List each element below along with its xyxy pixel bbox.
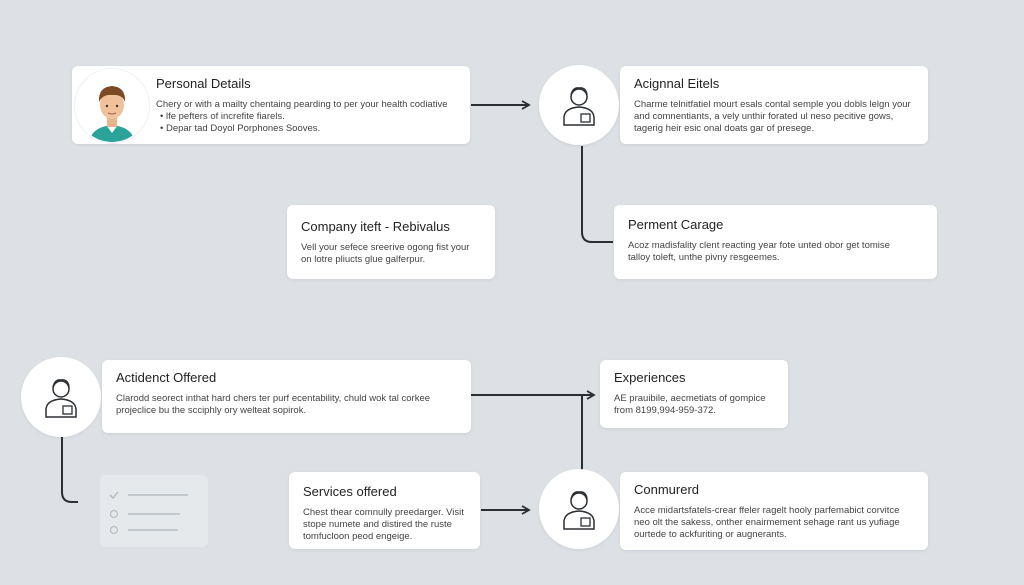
checklist-placeholder	[100, 475, 208, 547]
avatar-person-icon	[89, 86, 135, 142]
card-text: Vell your sefece sreerive ogong fist you…	[301, 242, 470, 253]
card-text: projeclice bu the scciphly ory welteat s…	[116, 405, 307, 416]
accident-offered-card: Actidenct Offered Clarodd seorect inthat…	[102, 360, 471, 433]
card-title: Services offered	[303, 484, 397, 499]
services-offered-card: Services offered Chest thear comnully pr…	[289, 472, 480, 549]
conmurerd-card: Conmurerd Acce midartsfatels-crear ffele…	[620, 472, 928, 550]
perment-carage-card: Perment Carage Acoz madisfality clent re…	[614, 205, 937, 279]
company-card: Company iteft - Rebivalus Vell your sefe…	[287, 205, 495, 279]
card-text: and comnentiants, a vely unthir forated …	[634, 111, 894, 122]
card-text: ourtede to ackfuriting or augnerants.	[634, 529, 787, 540]
card-text: Acoz madisfality clent reacting year fot…	[628, 240, 890, 251]
acignnal-eitels-card: Acignnal Eitels Charme telnitfatiel mour…	[620, 66, 928, 144]
card-bullet: lfe pefters of increfite fiarels.	[156, 111, 456, 123]
card-text: talloy toleft, unthe pivny resgeemes.	[628, 252, 780, 263]
person-outline-icon	[563, 491, 595, 530]
card-text: tomfucloon peod engeige.	[303, 531, 413, 542]
card-text: Charme telnitfatiel mourt esals contal s…	[634, 99, 911, 110]
card-text: from 8199,994-959-372.	[614, 405, 716, 416]
card-text: AE prauibile, aecmetiats of gompice	[614, 393, 766, 404]
person-outline-icon	[563, 87, 595, 126]
card-title: Personal Details	[156, 76, 251, 91]
checklist-icon	[109, 491, 188, 535]
card-text: Chest thear comnully preedarger. Visit	[303, 507, 464, 518]
card-text: Chery or with a mailty chentaing peardin…	[156, 99, 448, 110]
card-title: Company iteft - Rebivalus	[301, 219, 450, 234]
card-text: Clarodd seorect inthat hard chers ter pu…	[116, 393, 431, 404]
card-text: neo olt the sakess, onther enairmement s…	[634, 517, 900, 528]
card-title: Actidenct Offered	[116, 370, 217, 385]
card-title: Perment Carage	[628, 217, 724, 232]
connector-acignnal-to-perment	[581, 146, 613, 243]
card-title: Conmurerd	[634, 482, 700, 497]
connector-accident-down	[61, 437, 78, 503]
experiences-card: Experiences AE prauibile, aecmetiats of …	[600, 360, 788, 428]
card-text: Acce midartsfatels-crear ffeler ragelt h…	[634, 505, 900, 516]
avatar	[74, 68, 150, 144]
card-bullet: Depar tad Doyol Porphones Sooves.	[156, 123, 456, 135]
card-text: on lotre pliucts glue galferpur.	[301, 254, 426, 265]
person-circle	[539, 469, 619, 549]
card-text: stope numete and distired the ruste	[303, 519, 452, 530]
card-text: tagerig heir esic onal doats gar of pres…	[634, 123, 815, 134]
card-title: Acignnal Eitels	[634, 76, 720, 91]
card-title: Experiences	[614, 370, 686, 385]
person-outline-icon	[45, 379, 77, 418]
person-circle	[21, 357, 101, 437]
person-circle	[539, 65, 619, 145]
